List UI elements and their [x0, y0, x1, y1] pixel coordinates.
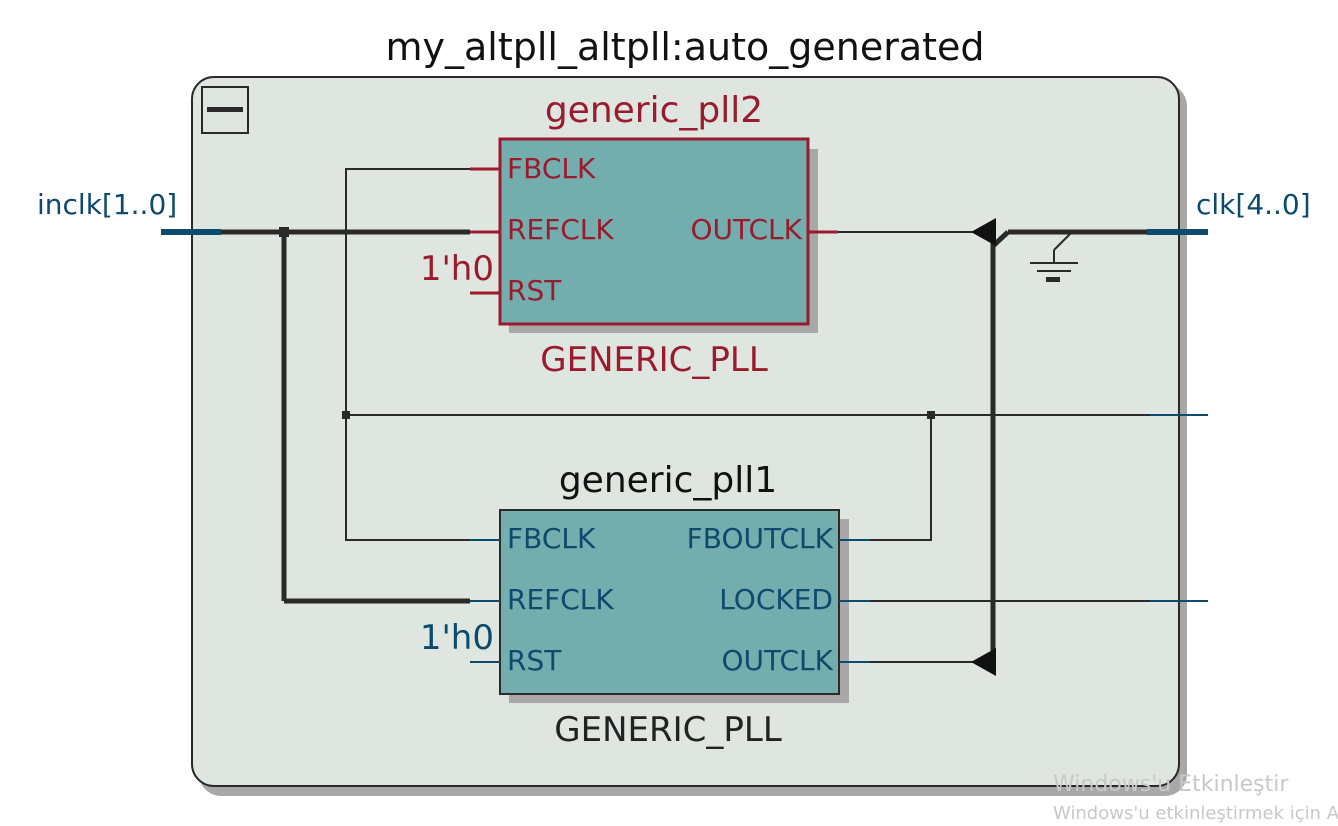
pll1-port-rst: RST [507, 644, 562, 677]
inclk-label: inclk[1..0] [37, 188, 177, 221]
pll1-rst-constant: 1'h0 [420, 618, 494, 658]
generic-pll2-block[interactable]: generic_pll2 FBCLK REFCLK RST OUTCLK 1'h… [420, 90, 838, 380]
watermark-line1: Windows'u Etkinleştir [1053, 772, 1289, 797]
pll1-port-outclk: OUTCLK [721, 644, 833, 677]
pll1-instance-name: generic_pll1 [559, 460, 777, 501]
pll1-type-name: GENERIC_PLL [554, 710, 782, 750]
bus-arrow-icon [971, 218, 996, 246]
pll2-port-rst: RST [507, 274, 562, 307]
pll2-port-outclk: OUTCLK [690, 213, 802, 246]
wire-junction [927, 411, 935, 419]
pll2-instance-name: generic_pll2 [545, 90, 763, 131]
generic-pll1-block[interactable]: generic_pll1 FBCLK REFCLK RST FBOUTCLK L… [420, 460, 870, 750]
pll1-port-fbclk: FBCLK [507, 522, 596, 555]
pll2-type-name: GENERIC_PLL [540, 340, 768, 380]
signal-wires [345, 168, 1208, 663]
clk-label: clk[4..0] [1196, 188, 1311, 221]
bus-arrow-icon [971, 648, 996, 676]
module-title: my_altpll_altpll:auto_generated [385, 25, 984, 69]
pll1-port-locked: LOCKED [719, 583, 833, 616]
wire-junction [342, 411, 350, 419]
bus-junction [279, 227, 289, 237]
minus-box-icon[interactable] [201, 86, 249, 134]
pll2-rst-constant: 1'h0 [420, 249, 494, 289]
pll2-port-refclk: REFCLK [507, 213, 614, 246]
module-container[interactable] [191, 76, 1180, 787]
pll1-port-fboutclk: FBOUTCLK [687, 522, 834, 555]
pll1-port-refclk: REFCLK [507, 583, 614, 616]
pll2-port-fbclk: FBCLK [507, 152, 596, 185]
watermark-line2: Windows'u etkinleştirmek için Ayarla [1053, 803, 1338, 824]
ground-icon [1030, 231, 1078, 282]
